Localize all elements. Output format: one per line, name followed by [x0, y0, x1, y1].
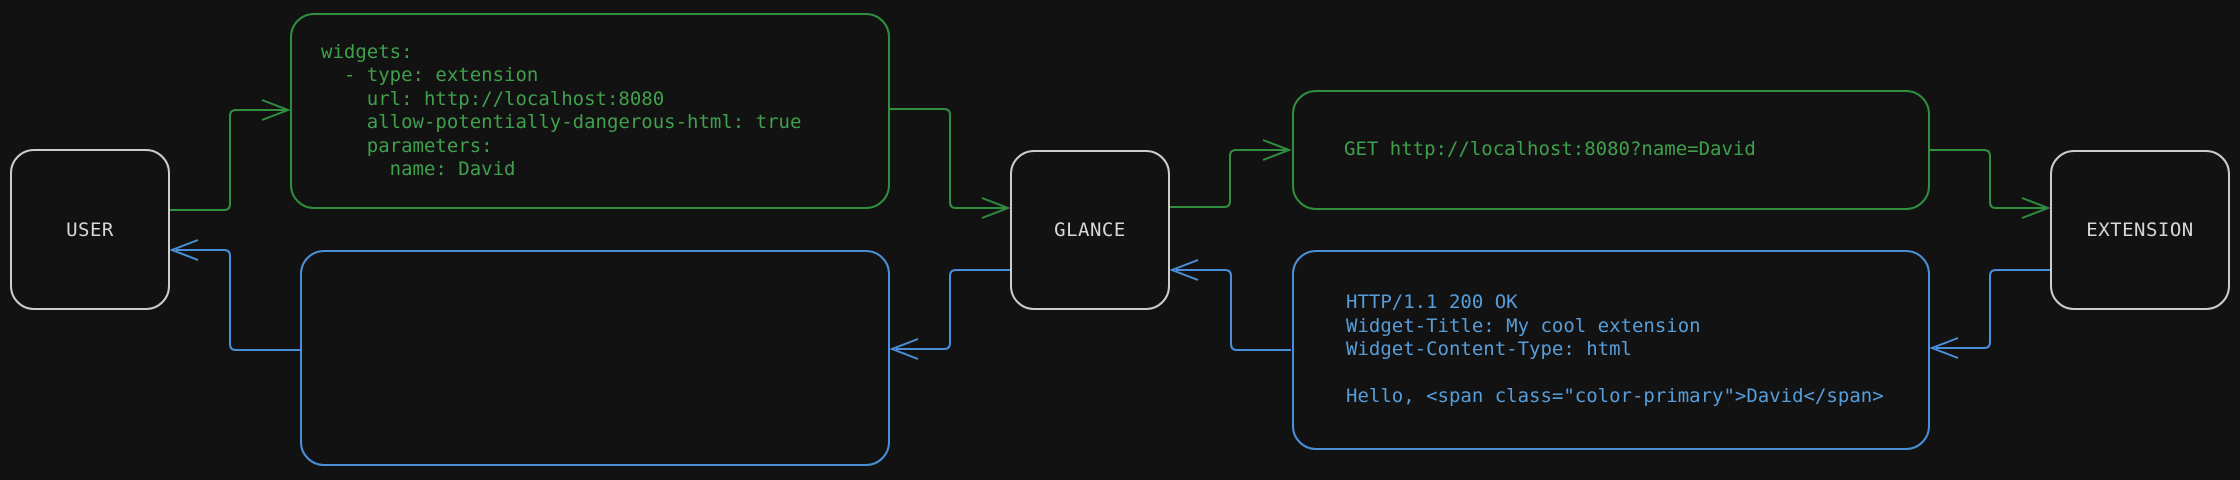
- arrow-response-to-glance: [1176, 269, 1291, 351]
- arrowhead-extension-to-response: [1929, 337, 1959, 359]
- http-request-box: GET http://localhost:8080?name=David: [1292, 90, 1930, 210]
- config-line: - type: extension: [321, 64, 539, 86]
- arrowhead-glance-to-request: [1262, 139, 1292, 161]
- arrowhead-user-to-config: [261, 99, 291, 121]
- node-glance: GLANCE: [1010, 150, 1170, 310]
- arrow-glance-to-widget: [896, 269, 1010, 350]
- response-line: Hello, <span class="color-primary">David…: [1346, 385, 1884, 408]
- widget-preview-box: MY COOL EXTENSION Hello, David: [300, 250, 890, 466]
- node-extension-label: EXTENSION: [2086, 219, 2194, 241]
- arrowhead-response-to-glance: [1169, 259, 1199, 281]
- config-line: name: David: [321, 158, 516, 180]
- http-response-box: HTTP/1.1 200 OK Widget-Title: My cool ex…: [1292, 250, 1930, 450]
- config-line: widgets:: [321, 40, 413, 63]
- response-line: HTTP/1.1 200 OK: [1346, 291, 1518, 314]
- arrow-user-to-config: [170, 109, 286, 211]
- response-line: [1346, 362, 1928, 386]
- node-user: USER: [10, 149, 170, 310]
- arrow-widget-to-user: [176, 249, 300, 351]
- config-yaml-box: widgets: - type: extension url: http://l…: [290, 13, 890, 209]
- response-line: Widget-Content-Type: html: [1346, 338, 1632, 361]
- node-extension: EXTENSION: [2050, 150, 2230, 310]
- config-line: url: http://localhost:8080: [321, 87, 665, 110]
- arrowhead-widget-to-user: [169, 239, 199, 261]
- node-glance-label: GLANCE: [1054, 219, 1126, 241]
- request-line: GET http://localhost:8080?name=David: [1344, 138, 1756, 161]
- config-line: parameters:: [321, 134, 493, 157]
- arrowhead-glance-to-widget: [889, 338, 919, 360]
- arrowhead-request-to-extension: [2021, 197, 2051, 219]
- arrow-glance-to-request: [1170, 149, 1287, 208]
- response-line: Widget-Title: My cool extension: [1346, 314, 1701, 337]
- arrow-request-to-extension: [1930, 149, 2046, 209]
- config-line: allow-potentially-dangerous-html: true: [321, 111, 802, 133]
- arrow-extension-to-response: [1936, 269, 2050, 349]
- arrow-config-to-glance: [890, 108, 1006, 209]
- node-user-label: USER: [66, 218, 114, 241]
- arrowhead-config-to-glance: [981, 197, 1011, 219]
